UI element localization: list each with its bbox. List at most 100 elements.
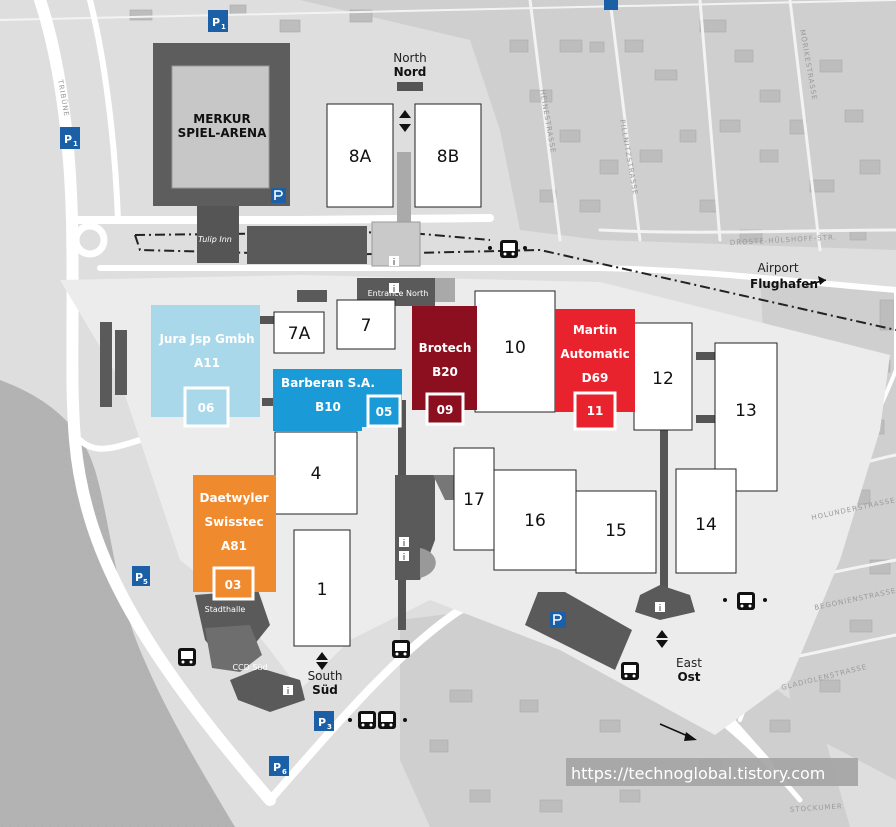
hall-17[interactable]: 17 bbox=[453, 447, 495, 551]
hall-number-box bbox=[183, 386, 230, 428]
exhibitor-name-line2: Automatic bbox=[560, 347, 629, 361]
merkur-spiel-arena: MERKUR SPIEL-ARENA bbox=[153, 43, 290, 263]
info-icon: i bbox=[389, 283, 399, 295]
hall-number: 11 bbox=[587, 404, 604, 418]
bus-icon bbox=[500, 240, 518, 258]
svg-text:7A: 7A bbox=[288, 324, 311, 344]
airport-arrow-icon bbox=[818, 276, 826, 285]
hall-number-box bbox=[366, 394, 402, 428]
exhibitor-name: Brotech bbox=[419, 341, 472, 355]
svg-text:3: 3 bbox=[327, 723, 332, 731]
hall-4[interactable]: 4 bbox=[274, 431, 358, 515]
bus-icon bbox=[178, 648, 196, 666]
airport-label-de: Flughafen bbox=[750, 277, 818, 291]
river bbox=[0, 380, 235, 827]
exhibitor-stand: A81 bbox=[221, 539, 247, 553]
svg-text:8A: 8A bbox=[349, 147, 372, 167]
arena-name-line2: SPIEL-ARENA bbox=[178, 126, 267, 140]
svg-text:8B: 8B bbox=[437, 147, 459, 167]
svg-text:P: P bbox=[135, 571, 143, 584]
transit-stops bbox=[178, 240, 767, 729]
hall-16[interactable]: 16 bbox=[493, 469, 577, 571]
hall-8a[interactable]: 8A bbox=[326, 103, 394, 208]
exhibitor-name: Jura Jsp Gmbh bbox=[158, 332, 254, 346]
north-label-en: North bbox=[393, 51, 427, 65]
svg-text:i: i bbox=[393, 285, 396, 295]
svg-text:12: 12 bbox=[652, 369, 674, 389]
entrance-north-label: Entrance North bbox=[368, 289, 429, 298]
hall-13[interactable]: 13 bbox=[714, 342, 778, 492]
east-label-en: East bbox=[676, 656, 702, 670]
airport-label-en: Airport bbox=[757, 261, 798, 275]
info-icon: i bbox=[389, 256, 399, 268]
svg-text:10: 10 bbox=[504, 338, 526, 358]
hall-number: 03 bbox=[225, 578, 242, 592]
exhibitor-name-line1: Daetwyler bbox=[199, 491, 268, 505]
streets bbox=[0, 0, 896, 662]
south-label-en: South bbox=[308, 669, 343, 683]
svg-text:1: 1 bbox=[73, 140, 78, 148]
hall-14[interactable]: 14 bbox=[675, 468, 737, 574]
exhibitor-brotech[interactable]: Brotech B20 09 bbox=[412, 306, 477, 426]
exhibitor-stand: A11 bbox=[194, 356, 220, 370]
svg-text:STOCKUMER: STOCKUMER bbox=[790, 802, 843, 814]
hotel-name: Tulip Inn bbox=[198, 235, 232, 244]
hall-number: 06 bbox=[198, 401, 215, 415]
svg-text:7: 7 bbox=[361, 316, 372, 336]
stadthalle-ccd-sued: Stadthalle CCD Süd bbox=[195, 590, 305, 712]
exhibitor-stand: D69 bbox=[582, 371, 609, 385]
exhibitor-stand: B20 bbox=[432, 365, 458, 379]
exhibitor-jura-jsp[interactable]: Jura Jsp Gmbh A11 06 bbox=[151, 305, 260, 428]
svg-text:16: 16 bbox=[524, 511, 546, 531]
exhibitor-stand: B10 bbox=[315, 400, 341, 414]
exit-arrow-icon bbox=[684, 732, 697, 741]
svg-text:1: 1 bbox=[317, 580, 328, 600]
entrance-labels: North Nord South Süd East Ost Airport Fl… bbox=[308, 51, 827, 741]
hall-10[interactable]: 10 bbox=[474, 290, 556, 413]
hall-15[interactable]: 15 bbox=[575, 490, 657, 574]
parking-icon-arena bbox=[271, 188, 286, 203]
south-label-de: Süd bbox=[312, 683, 338, 697]
hotel-tulip-inn: Tulip Inn bbox=[198, 221, 421, 267]
exhibitor-daetwyler-swisstec[interactable]: Daetwyler Swisstec A81 03 bbox=[193, 475, 276, 601]
svg-text:P: P bbox=[273, 761, 281, 774]
exhibitor-martin-automatic[interactable]: Martin Automatic D69 11 bbox=[555, 309, 635, 431]
bus-icon bbox=[358, 711, 376, 729]
exhibitor-name: Barberan S.A. bbox=[281, 376, 375, 390]
bus-icon bbox=[737, 592, 755, 610]
bus-icon bbox=[621, 662, 639, 680]
info-icon: i bbox=[399, 551, 409, 563]
exhibitor-barberan[interactable]: Barberan S.A. B10 05 bbox=[273, 369, 402, 431]
bus-icon bbox=[378, 711, 396, 729]
svg-text:6: 6 bbox=[282, 768, 287, 776]
hall-number-box bbox=[425, 392, 465, 426]
hall-12[interactable]: 12 bbox=[633, 322, 693, 431]
hall-number: 09 bbox=[437, 403, 454, 417]
south-entrance-arrow-icon bbox=[316, 652, 328, 670]
hall-1[interactable]: 1 bbox=[293, 529, 351, 647]
bus-icon bbox=[392, 640, 410, 658]
svg-text:P: P bbox=[64, 133, 72, 146]
svg-text:15: 15 bbox=[605, 521, 627, 541]
north-entrance-arrow-icon bbox=[399, 110, 411, 132]
north-label-de: Nord bbox=[394, 65, 427, 79]
hall-7a[interactable]: 7A bbox=[273, 311, 325, 354]
hall-8b[interactable]: 8B bbox=[414, 103, 482, 208]
svg-text:17: 17 bbox=[463, 490, 485, 510]
svg-text:1: 1 bbox=[221, 23, 226, 31]
exhibitor-name-line2: Swisstec bbox=[204, 515, 263, 529]
svg-text:4: 4 bbox=[311, 464, 322, 484]
hall-number-box bbox=[573, 391, 617, 431]
hall-7[interactable]: 7 bbox=[336, 299, 396, 350]
svg-text:14: 14 bbox=[695, 515, 717, 535]
svg-text:i: i bbox=[403, 539, 406, 549]
svg-text:i: i bbox=[393, 258, 396, 268]
info-icon: i bbox=[399, 537, 409, 549]
hall-number-box bbox=[212, 566, 255, 601]
